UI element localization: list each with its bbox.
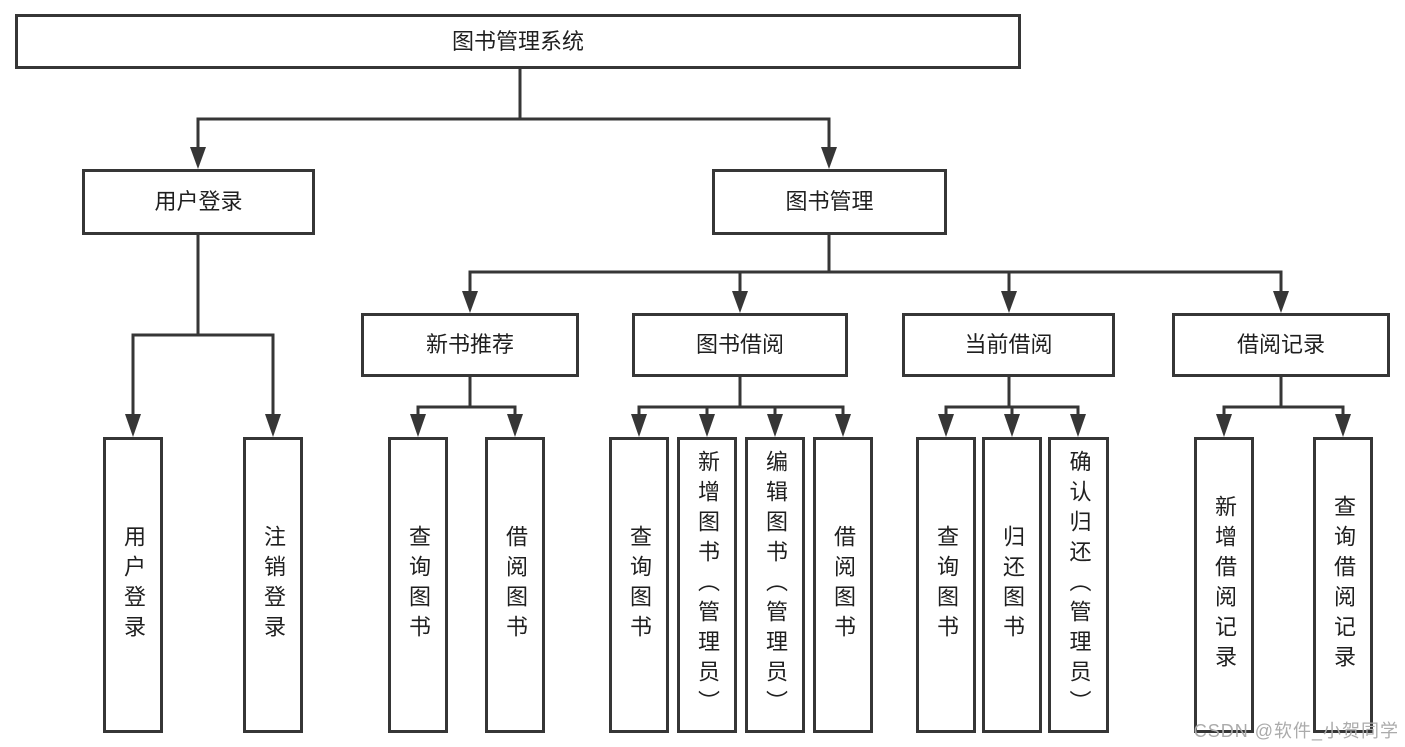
leaf-add-book-admin: 新增图书（管理员） bbox=[677, 437, 737, 733]
node-library-management-system: 图书管理系统 bbox=[15, 14, 1021, 69]
leaf-confirm-return-admin: 确认归还（管理员） bbox=[1048, 437, 1109, 733]
node-book-management: 图书管理 bbox=[712, 169, 947, 235]
node-label: 图书借阅 bbox=[695, 332, 784, 357]
watermark: CSDN @软件_小贺同学 bbox=[1193, 721, 1399, 741]
leaf-user-login: 用户登录 bbox=[103, 437, 163, 733]
node-book-borrowing: 图书借阅 bbox=[632, 313, 848, 377]
leaf-logout: 注销登录 bbox=[243, 437, 303, 733]
node-label: 图书管理系统 bbox=[451, 28, 584, 54]
node-label: 新增借阅记录 bbox=[1212, 495, 1237, 675]
node-user-login: 用户登录 bbox=[82, 169, 315, 235]
node-label: 确认归还（管理员） bbox=[1066, 450, 1092, 720]
node-label: 注销登录 bbox=[261, 525, 286, 645]
node-label: 借阅记录 bbox=[1236, 332, 1325, 357]
leaf-return-book: 归还图书 bbox=[982, 437, 1042, 733]
leaf-query-books-borrowing: 查询图书 bbox=[609, 437, 669, 733]
node-label: 用户登录 bbox=[121, 525, 146, 645]
leaf-borrow-books-recommend: 借阅图书 bbox=[485, 437, 545, 733]
node-label: 当前借阅 bbox=[964, 332, 1053, 357]
leaf-borrow-books-borrowing: 借阅图书 bbox=[813, 437, 873, 733]
node-label: 查询图书 bbox=[627, 525, 652, 645]
node-borrowing-records: 借阅记录 bbox=[1172, 313, 1390, 377]
node-label: 查询图书 bbox=[934, 525, 959, 645]
leaf-edit-book-admin: 编辑图书（管理员） bbox=[745, 437, 805, 733]
leaf-query-books-recommend: 查询图书 bbox=[388, 437, 448, 733]
node-new-book-recommendation: 新书推荐 bbox=[361, 313, 579, 377]
node-label: 归还图书 bbox=[1000, 525, 1025, 645]
node-label: 新书推荐 bbox=[425, 332, 514, 357]
node-label: 借阅图书 bbox=[831, 525, 856, 645]
node-label: 用户登录 bbox=[154, 189, 243, 214]
node-current-borrowing: 当前借阅 bbox=[902, 313, 1115, 377]
leaf-query-borrow-record: 查询借阅记录 bbox=[1313, 437, 1373, 733]
node-label: 新增图书（管理员） bbox=[695, 450, 720, 720]
leaf-query-books-current: 查询图书 bbox=[916, 437, 976, 733]
node-label: 编辑图书（管理员） bbox=[763, 450, 788, 720]
leaf-add-borrow-record: 新增借阅记录 bbox=[1194, 437, 1254, 733]
node-label: 查询借阅记录 bbox=[1331, 495, 1356, 675]
node-label: 查询图书 bbox=[406, 525, 431, 645]
node-label: 借阅图书 bbox=[503, 525, 528, 645]
node-label: 图书管理 bbox=[785, 189, 874, 214]
